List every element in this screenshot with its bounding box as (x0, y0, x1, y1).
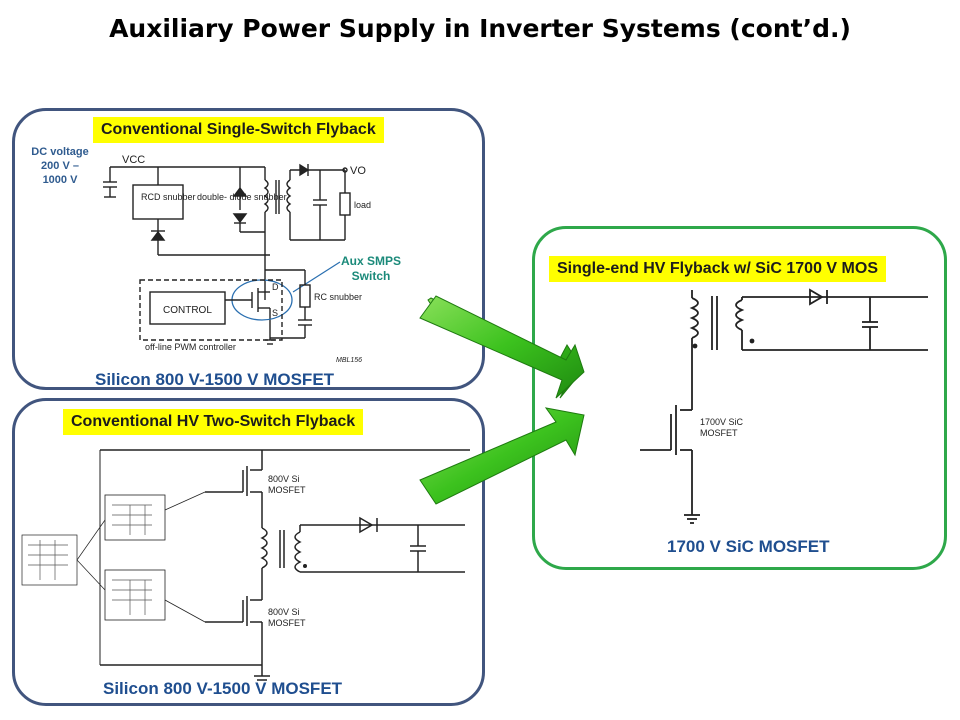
single-switch-heading: Conventional Single-Switch Flyback (93, 117, 384, 143)
double-diode-label: double- diode snubber (197, 192, 287, 202)
ref-label: MBL156 (336, 357, 362, 364)
load-label: load (354, 200, 371, 210)
arrow-lower-to-right (419, 407, 585, 505)
arrow-upper-to-right (419, 295, 585, 399)
sic-flyback-caption: 1700 V SiC MOSFET (667, 537, 830, 556)
dc-voltage-note: DC voltage 200 V – 1000 V (31, 146, 89, 186)
pwm-label: off-line PWM controller (145, 342, 236, 352)
control-label: CONTROL (163, 305, 212, 316)
aux-smps-note: Aux SMPS Switch (340, 254, 401, 283)
vo-label: VO (350, 165, 366, 177)
sic-flyback-schematic (640, 288, 928, 524)
single-switch-labels: VCC VO RCD snubber double- diode snubber… (122, 154, 371, 364)
bias-detail (28, 504, 152, 615)
vcc-label: VCC (122, 154, 145, 166)
single-switch-schematic (103, 163, 351, 345)
sic-flyback-heading: Single-end HV Flyback w/ SiC 1700 V MOS (549, 256, 886, 282)
slide-title: Auxiliary Power Supply in Inverter Syste… (109, 14, 851, 43)
rcd-label: RCD snubber (141, 192, 196, 202)
two-switch-caption: Silicon 800 V-1500 V MOSFET (103, 679, 343, 698)
two-switch-heading: Conventional HV Two-Switch Flyback (63, 409, 364, 435)
source-label: S (272, 308, 278, 318)
sic-flyback-panel (532, 226, 947, 570)
drain-label: D (272, 282, 279, 292)
two-switch-schematic (21, 449, 470, 681)
single-switch-caption: Silicon 800 V-1500 V MOSFET (95, 370, 335, 389)
rc-label: RC snubber (314, 292, 362, 302)
single-switch-panel (12, 108, 485, 390)
